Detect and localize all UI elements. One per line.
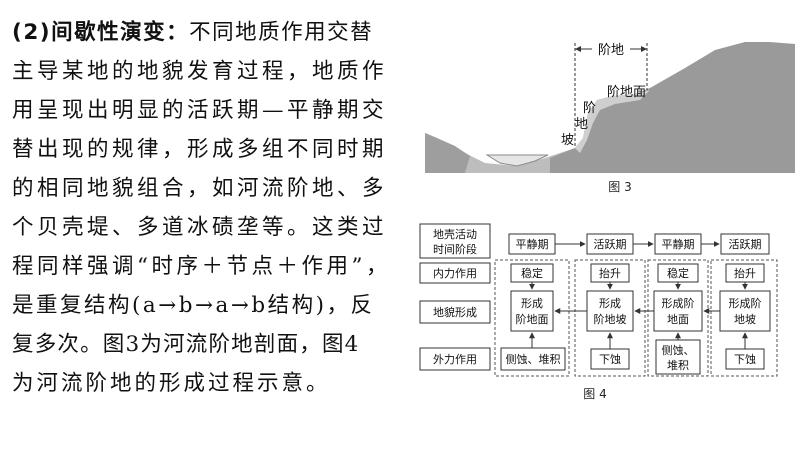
landform-label-1a: 形成 [521, 297, 543, 310]
label-scarp-1: 阶 [583, 101, 596, 116]
text-line-3: 用呈现出明显的活跃期—平静期交 [12, 98, 388, 123]
landform-label-4a: 形成阶 [729, 296, 762, 310]
landform-box-4 [719, 290, 771, 332]
row-label-period-line1: 地壳活动 [433, 227, 477, 241]
external-label-3a: 侧蚀、 [662, 343, 695, 357]
text-line-4: 替出现的规律，形成多组不同时期 [12, 137, 388, 162]
landform-label-2a: 形成 [599, 297, 621, 310]
terrace-hillside [550, 42, 795, 173]
phase-box-4 [720, 233, 770, 255]
phase-label-4: 活跃期 [729, 237, 762, 251]
internal-label-1: 稳定 [521, 266, 543, 280]
arrow-head-right [641, 46, 647, 52]
landform-box-2 [586, 290, 634, 332]
external-label-3b: 堆积 [667, 359, 689, 372]
figure-4-process-diagram: 地壳活动 时间阶段 内力作用 地貌形成 外力作用 平静期 活跃期 平静期 活跃期… [419, 223, 778, 401]
external-label-2: 下蚀 [599, 352, 621, 366]
internal-label-3: 稳定 [667, 266, 689, 280]
terrace-sediment [575, 90, 650, 153]
internal-label-4: 抬升 [734, 266, 756, 280]
row-label-box-internal [419, 262, 491, 284]
row-label-box-period [419, 223, 491, 259]
text-line-7: 程同样强调“时序＋节点＋作用”， [12, 254, 391, 279]
row-label-external: 外力作用 [433, 353, 477, 366]
landform-box-3 [653, 290, 703, 332]
row-label-box-external [419, 347, 491, 371]
landform-label-3b: 地面 [667, 313, 689, 326]
external-box-3 [655, 339, 701, 375]
figure-3-caption: 图 3 [608, 180, 631, 194]
text-line-1-body: 不同地质作用交替 [189, 20, 374, 45]
text-line-9: 复多次。图3为河流阶地剖面，图4 [12, 332, 360, 357]
external-label-1: 侧蚀、堆积 [506, 352, 561, 366]
text-line-1: (2)间歇性演变：不同地质作用交替 [12, 14, 373, 52]
dashed-group-4 [710, 259, 778, 377]
dashed-group-1 [494, 259, 570, 377]
text-line-6: 个贝壳堤、多道冰碛垄等。这类过 [12, 215, 388, 240]
external-label-4: 下蚀 [734, 352, 756, 366]
text-line-10: 为河流阶地的形成过程示意。 [12, 371, 331, 396]
phase-label-3: 平静期 [662, 237, 695, 251]
label-terrace-surface: 阶地面 [607, 85, 646, 100]
text-line-5: 的相同地貌组合，如河流阶地、多 [12, 176, 388, 201]
landform-label-4b: 地坡 [734, 313, 756, 326]
text-line-8: 是重复结构(a→b→a→b结构)，反 [12, 293, 375, 318]
text-line-2: 主导某地的地貌发育过程，地质作 [12, 59, 388, 84]
section-heading: (2)间歇性演变： [12, 20, 190, 45]
row-label-internal: 内力作用 [433, 266, 477, 280]
dashed-group-2 [574, 259, 646, 377]
phase-label-1: 平静期 [516, 237, 549, 251]
left-bank [425, 133, 470, 173]
landform-box-1 [510, 290, 554, 332]
external-box-1 [500, 347, 566, 371]
internal-label-2: 抬升 [599, 266, 621, 280]
label-terrace: 阶地 [598, 43, 624, 58]
label-scarp-3: 坡 [561, 133, 574, 148]
dashed-group-3 [647, 259, 709, 377]
figure-3-terrace-profile: 阶地 阶地面 阶 地 坡 图 3 [425, 42, 795, 194]
landform-label-2b: 阶地坡 [594, 312, 627, 326]
arrow-head-left [575, 46, 581, 52]
landform-label-3a: 形成阶 [662, 296, 695, 310]
row-label-box-landform [419, 300, 491, 324]
river-water [485, 154, 549, 167]
label-scarp-2: 地 [575, 117, 588, 132]
row-label-landform: 地貌形成 [433, 305, 477, 319]
figure-4-caption: 图 4 [583, 387, 606, 401]
row-label-period-line2: 时间阶段 [433, 242, 477, 256]
phase-label-2: 活跃期 [594, 237, 627, 251]
landform-label-1b: 阶地面 [516, 312, 549, 326]
